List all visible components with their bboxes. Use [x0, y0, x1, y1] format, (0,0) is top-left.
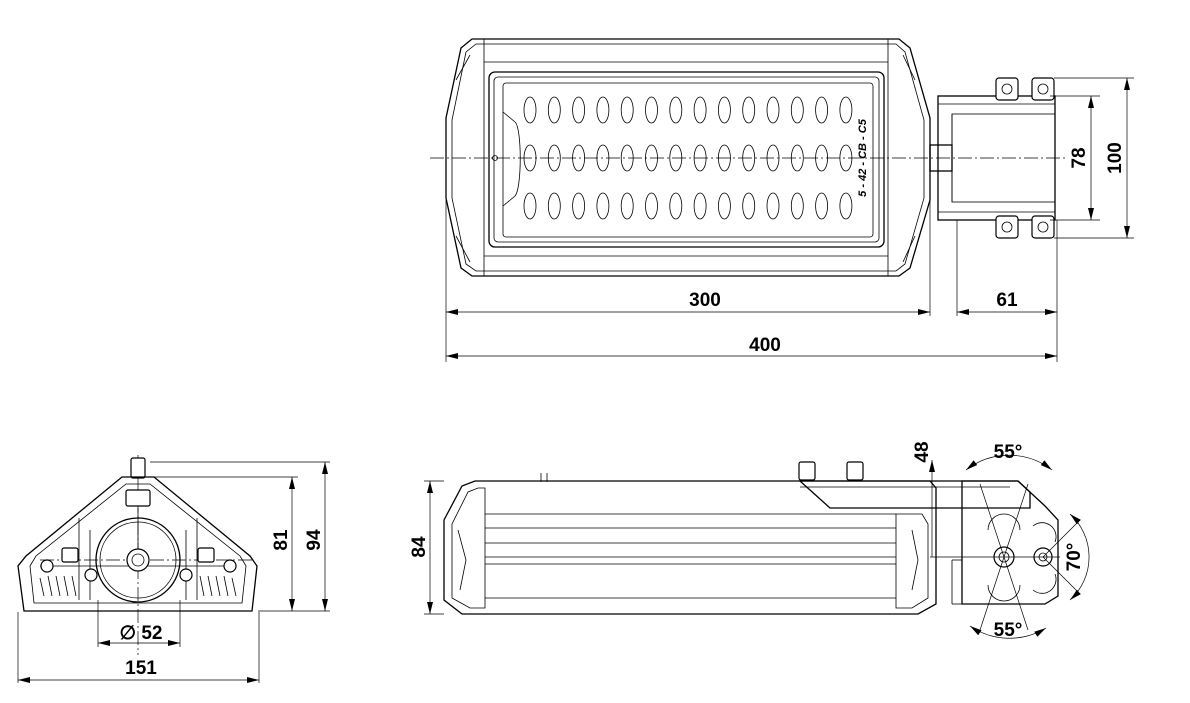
led-slot [547, 144, 561, 172]
led-slot [693, 144, 707, 172]
led-slot [766, 192, 780, 220]
side-bracket [961, 480, 1059, 605]
luminaire-housing [445, 38, 931, 277]
led-slot [572, 144, 585, 172]
led-slot [790, 192, 804, 220]
led-slot [596, 192, 610, 220]
led-slot [718, 96, 731, 124]
led-slot [839, 144, 853, 172]
led-slot [766, 96, 780, 124]
led-slot [790, 144, 804, 172]
dim-bracket-inner: 78 [1069, 147, 1090, 168]
led-slot [815, 144, 828, 172]
dim-front-width: 151 [125, 658, 157, 679]
led-slot [766, 144, 780, 172]
led-slot [596, 144, 610, 172]
led-slot [547, 192, 561, 220]
led-slot [523, 96, 537, 124]
led-slot [790, 96, 804, 124]
angle-side: 70° [1064, 543, 1085, 572]
side-housing [443, 480, 937, 615]
dim-lens-diameter: ∅ 52 [120, 623, 163, 644]
led-slot [742, 96, 756, 124]
led-slot [645, 192, 658, 220]
front-view: ∅ 52 151 81 94 [17, 455, 330, 683]
led-slot [815, 96, 828, 124]
led-slot [693, 192, 707, 220]
dim-body-length: 300 [689, 290, 721, 311]
dim-bracket-offset: 48 [912, 441, 933, 462]
led-slot [742, 192, 756, 220]
side-view: 84 48 55° 55° 70° [409, 441, 1090, 641]
dim-total-height: 94 [304, 529, 325, 551]
led-slot [620, 144, 634, 172]
led-slot [596, 96, 610, 124]
angle-top: 55° [994, 442, 1023, 463]
led-slot [620, 96, 634, 124]
led-slot [572, 192, 585, 220]
led-slot [620, 192, 634, 220]
dim-bracket-length: 61 [996, 290, 1018, 311]
led-slot [718, 192, 731, 220]
led-array [523, 96, 853, 220]
led-slot [547, 96, 561, 124]
led-slot [669, 144, 683, 172]
dim-body-height: 81 [271, 529, 292, 551]
angle-bottom: 55° [994, 620, 1023, 641]
led-slot [839, 96, 853, 124]
led-slot [742, 144, 756, 172]
mounting-bracket [929, 77, 1056, 239]
dim-bracket-outer: 100 [1105, 142, 1126, 174]
led-slot [645, 144, 658, 172]
led-slot [815, 192, 828, 220]
led-slot [572, 96, 585, 124]
led-slot [693, 96, 707, 124]
led-slot [523, 144, 537, 172]
model-code: 5 - 42 - CB - C5 [857, 118, 869, 197]
led-slot [523, 192, 537, 220]
led-slot [669, 96, 683, 124]
led-slot [669, 192, 683, 220]
led-slot [718, 144, 731, 172]
dim-total-length: 400 [749, 335, 781, 356]
front-housing [17, 476, 258, 612]
dim-side-height: 84 [409, 536, 430, 558]
led-slot [839, 192, 853, 220]
led-slot [645, 96, 658, 124]
top-view: 5 - 42 - CB - C5 300 [430, 38, 1134, 362]
